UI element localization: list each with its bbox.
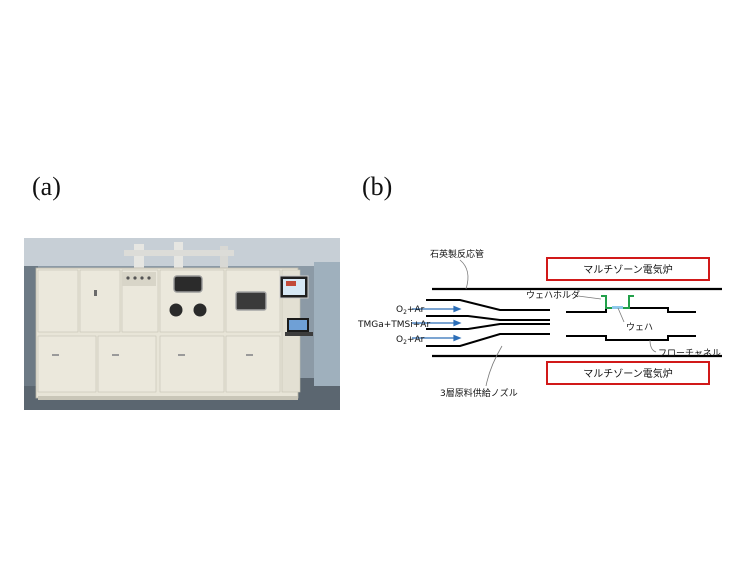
wafer-holder: [601, 295, 634, 309]
gas-arrows: [412, 305, 462, 342]
furnace-bottom: [546, 361, 710, 385]
wafer-label: ウェハ: [626, 322, 653, 333]
panel-label-b: (b): [362, 172, 393, 201]
wafer: [612, 306, 623, 309]
reactor-tube-label: 石英製反応管: [430, 248, 484, 260]
furnace-top-label: マルチゾーン電気炉: [583, 263, 673, 276]
leader-lines: [459, 259, 657, 387]
gas-inlet-label-2: TMGa+TMSi+Ar: [357, 320, 430, 330]
nozzle-label: 3層原料供給ノズル: [440, 387, 518, 399]
flow-channel-label: フローチャネル: [658, 348, 721, 359]
furnace-top: [546, 257, 710, 281]
flow-channel: [566, 307, 696, 341]
cabinet-body: [35, 267, 301, 399]
equipment-photo: [24, 238, 340, 410]
reactor-schematic: O2+Ar TMGa+TMSi+Ar O2+Ar マルチゾーン電気炉 マルチゾー…: [357, 248, 722, 399]
three-layer-nozzle: [426, 299, 550, 347]
gas-inlet-label-3: O2+Ar: [396, 335, 425, 346]
panel-label-a: (a): [32, 172, 61, 201]
wafer-holder-label: ウェハホルダ: [526, 289, 580, 301]
furnace-bottom-label: マルチゾーン電気炉: [583, 367, 673, 380]
gas-inlet-label-1: O2+Ar: [396, 305, 425, 316]
